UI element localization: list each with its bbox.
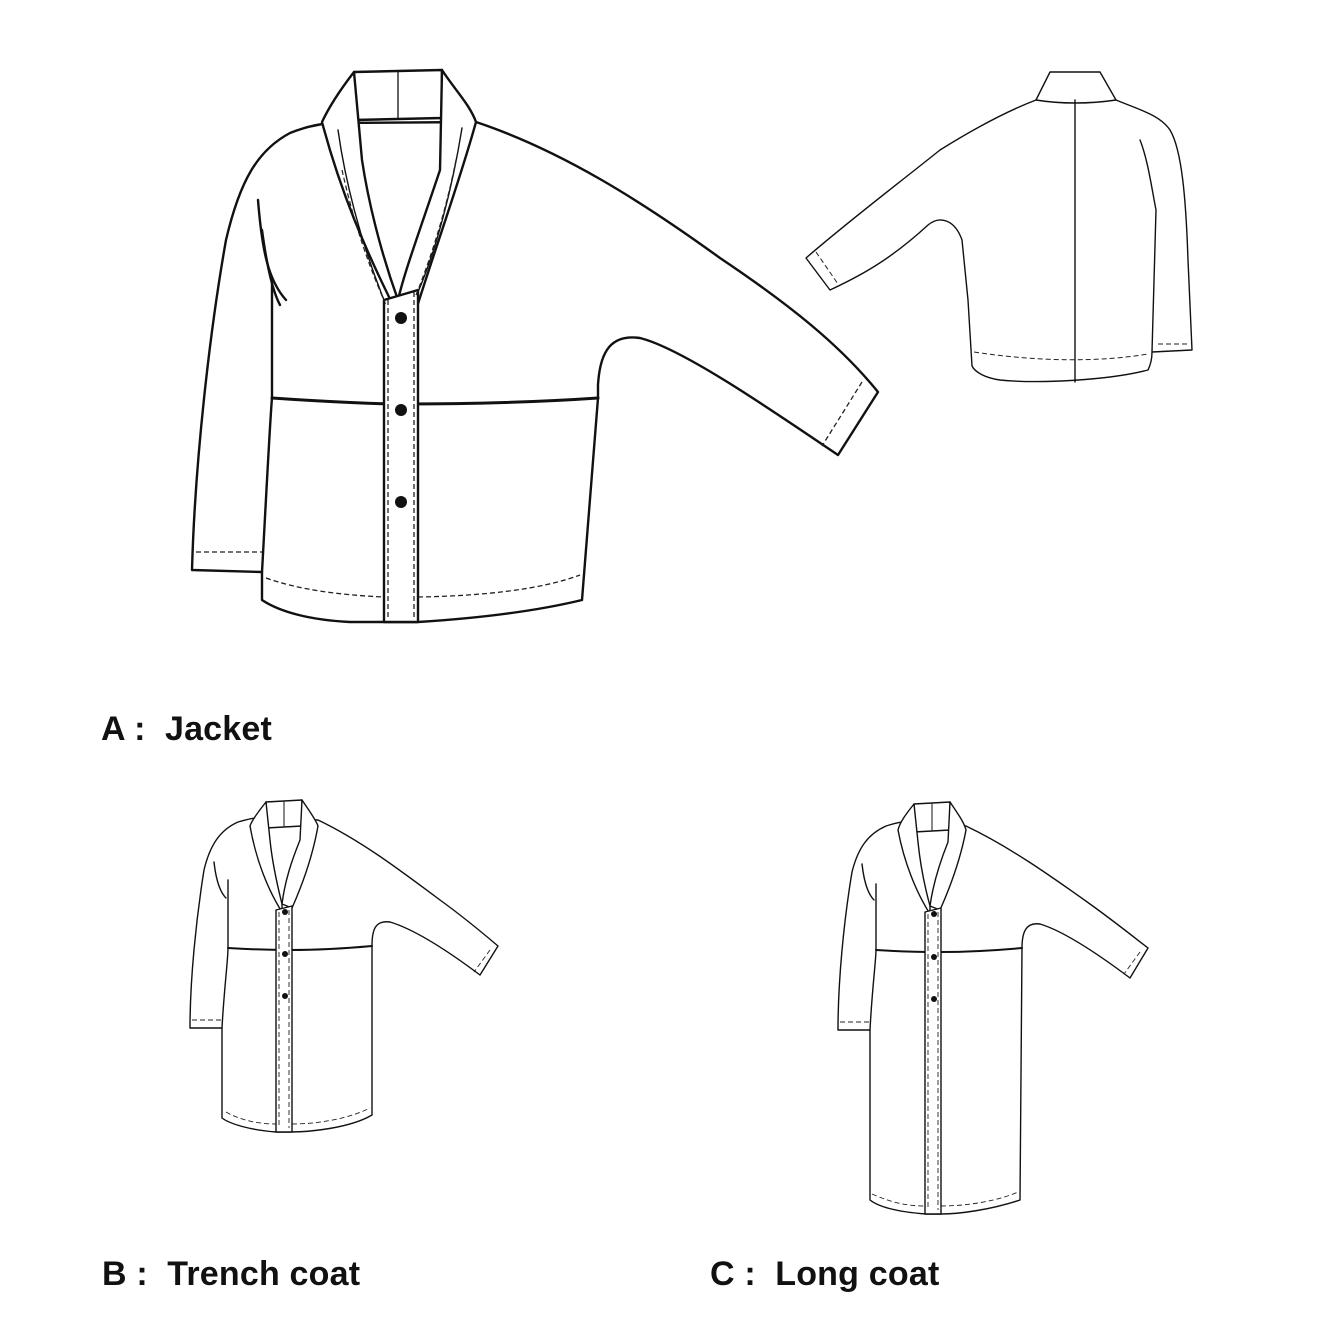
label-b-letter: B :: [102, 1255, 148, 1293]
label-a-name: Jacket: [164, 710, 273, 748]
long-coat-front-drawing: [837, 801, 1149, 1215]
label-a-letter: A :: [101, 710, 146, 748]
label-c-name: Long coat: [775, 1255, 940, 1293]
label-long-coat: C : Long coat: [710, 1255, 939, 1294]
jacket-back-drawing: [805, 71, 1193, 383]
jacket-front-drawing: [190, 68, 880, 624]
label-trench-coat: B : Trench coat: [102, 1255, 360, 1294]
label-c-letter: C :: [710, 1255, 756, 1293]
trench-coat-front-drawing: [189, 799, 499, 1133]
label-b-name: Trench coat: [167, 1255, 361, 1293]
label-jacket: A : Jacket: [101, 710, 272, 749]
